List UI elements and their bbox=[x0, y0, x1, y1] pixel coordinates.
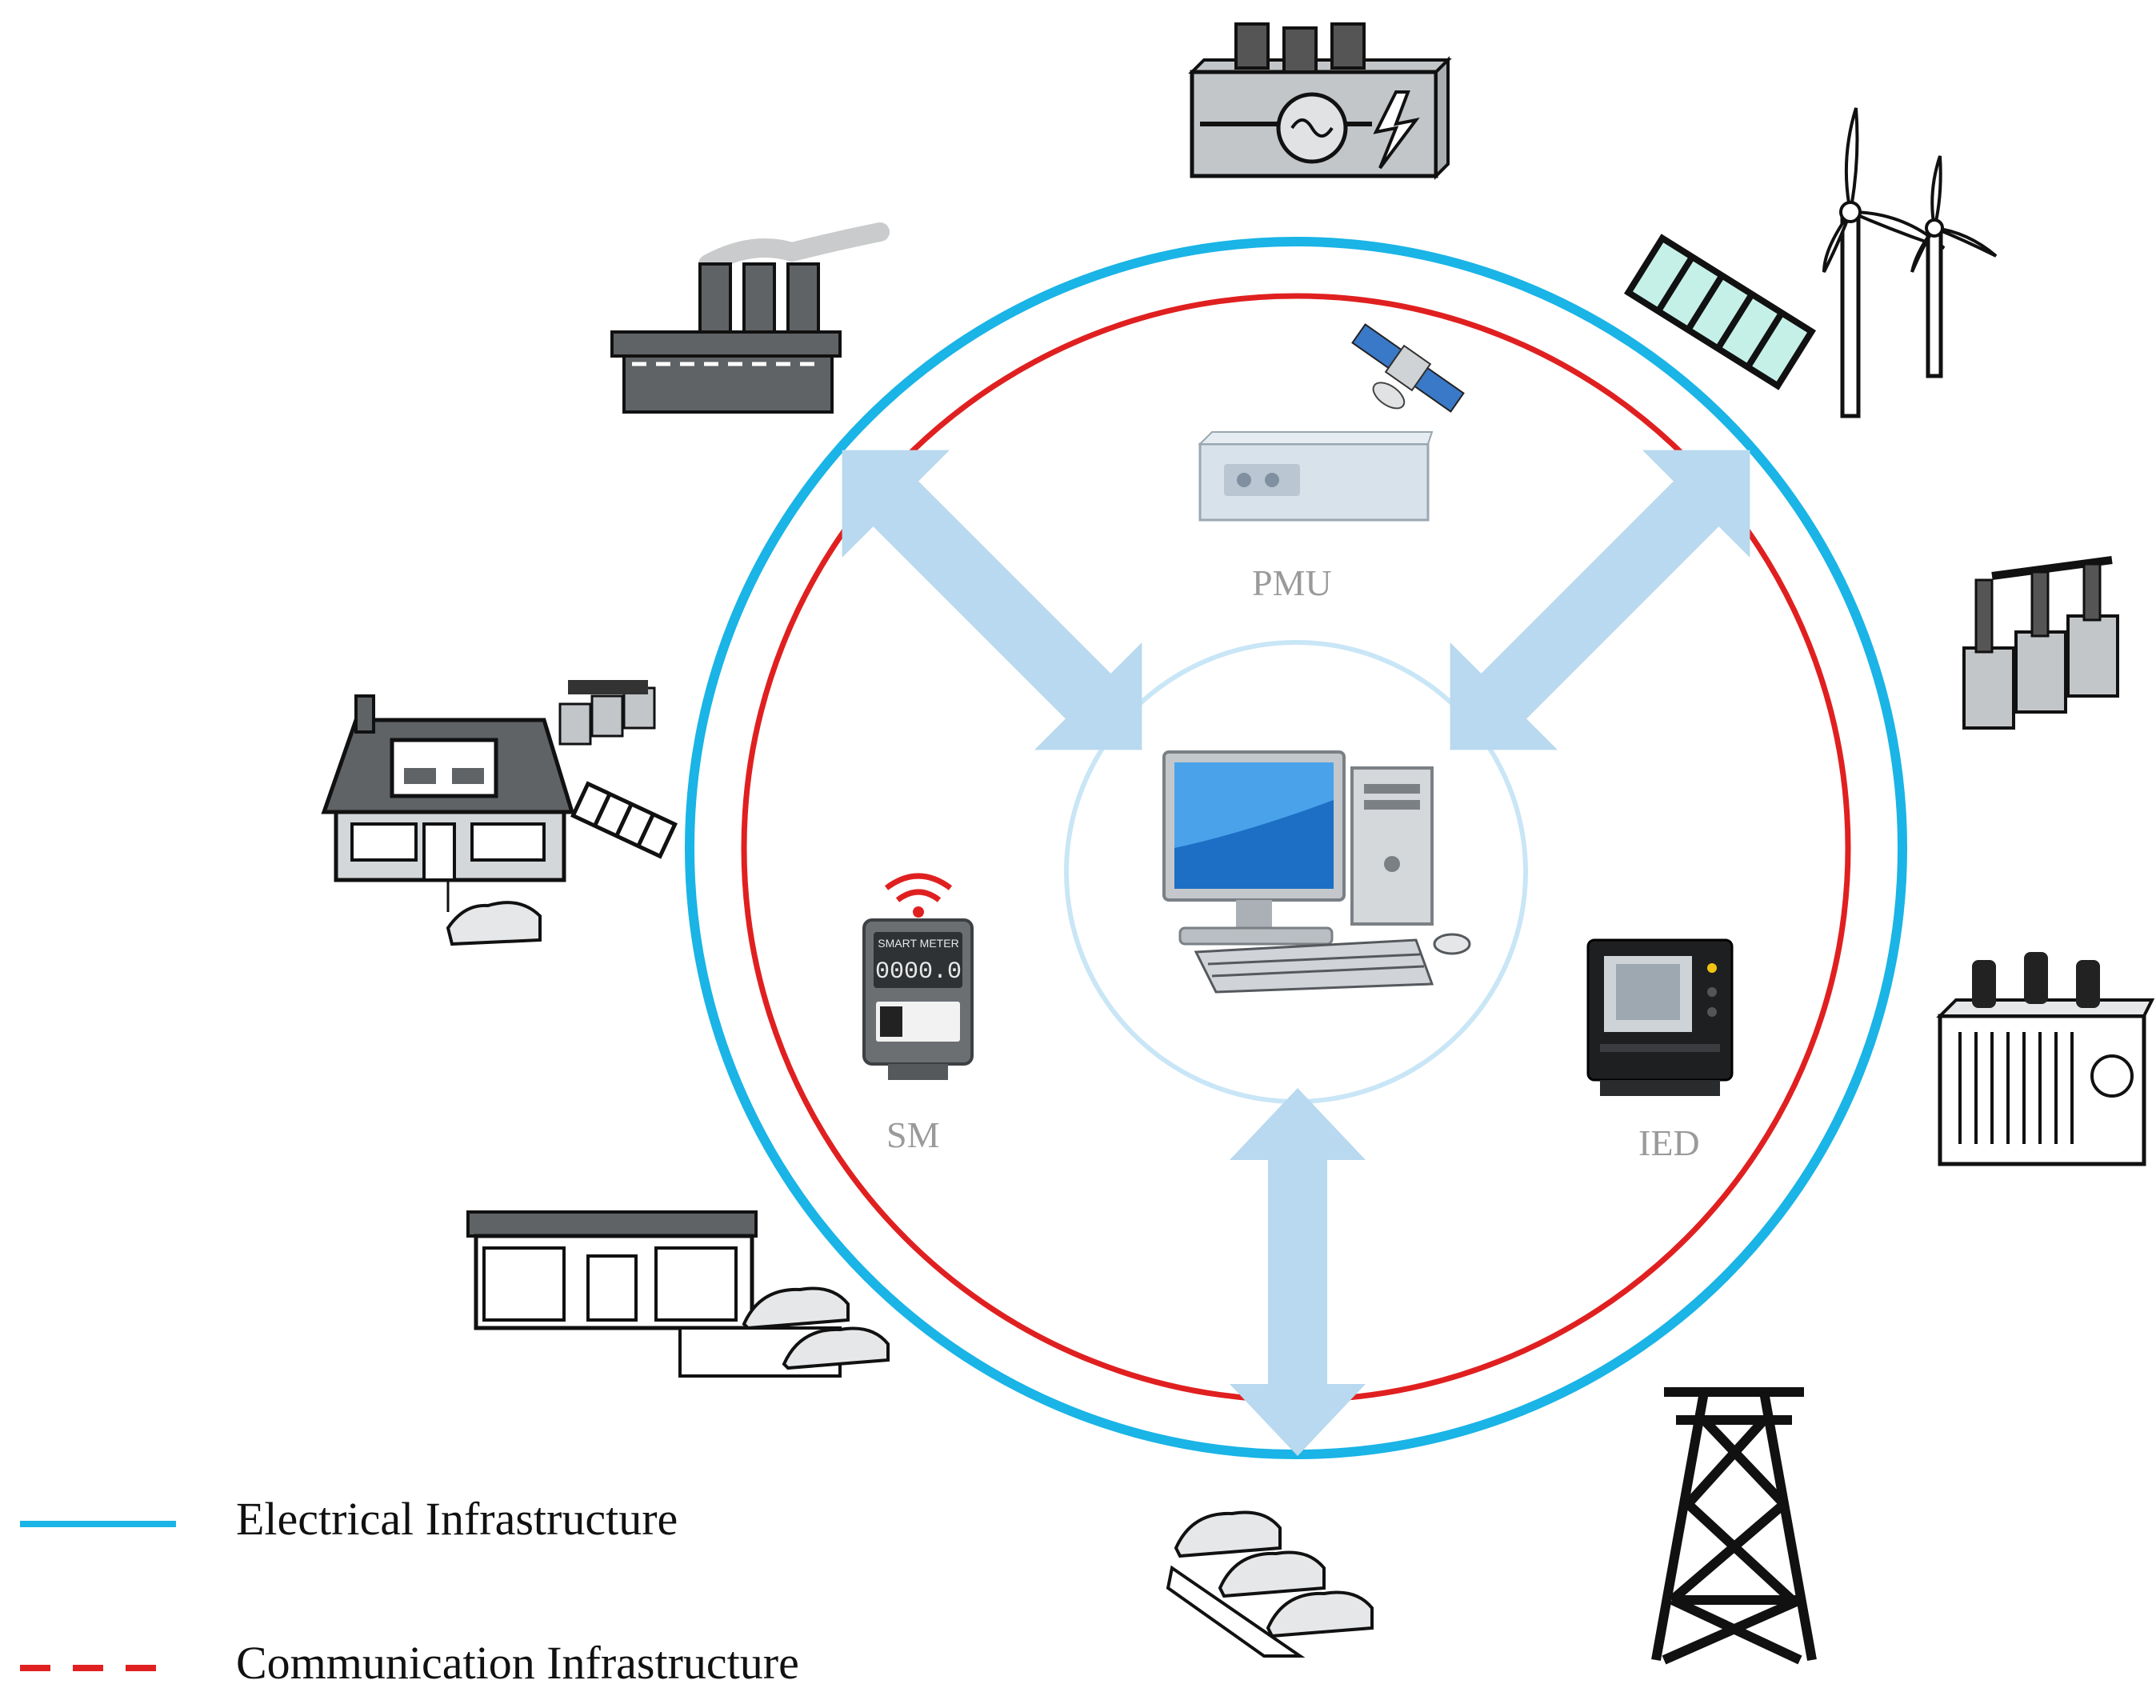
wind-turbine-icon bbox=[1822, 107, 1998, 418]
bidirectional-arrow-upper-left bbox=[842, 450, 1142, 750]
pmu-label: PMU bbox=[1252, 562, 1332, 603]
smart-meter-icon: SMART METER 0000.0 bbox=[862, 873, 974, 1080]
sm-label: SM bbox=[886, 1114, 940, 1155]
bidirectional-arrow-bottom bbox=[1230, 1088, 1366, 1456]
ied-icon bbox=[1586, 938, 1734, 1096]
transformer-icon bbox=[1936, 952, 2155, 1166]
bidirectional-arrow-upper-right bbox=[1450, 450, 1750, 750]
house-icon bbox=[321, 680, 678, 946]
computer-icon bbox=[1162, 750, 1471, 994]
commercial-building-icon bbox=[466, 1210, 890, 1378]
transmission-tower-icon bbox=[1651, 1387, 1817, 1665]
arrows bbox=[842, 450, 1750, 1456]
power-generator-icon bbox=[1188, 22, 1452, 180]
legend-communication-label: Communication Infrastructure bbox=[236, 1637, 799, 1689]
factory-icon bbox=[610, 222, 890, 414]
electric-vehicle-icon bbox=[1166, 1510, 1374, 1658]
electrical-infrastructure-ring bbox=[685, 237, 1907, 1459]
smart-meter-title: SMART METER bbox=[878, 937, 958, 950]
legend-electrical-label: Electrical Infrastructure bbox=[236, 1493, 678, 1545]
battery-storage-icon bbox=[1962, 556, 2119, 730]
ied-label: IED bbox=[1638, 1122, 1700, 1163]
solar-panel-icon bbox=[1624, 234, 1816, 390]
satellite-icon bbox=[1351, 323, 1465, 413]
legend bbox=[20, 1521, 176, 1671]
pmu-icon bbox=[1198, 431, 1434, 522]
smart-meter-reading: 0000.0 bbox=[875, 958, 962, 986]
